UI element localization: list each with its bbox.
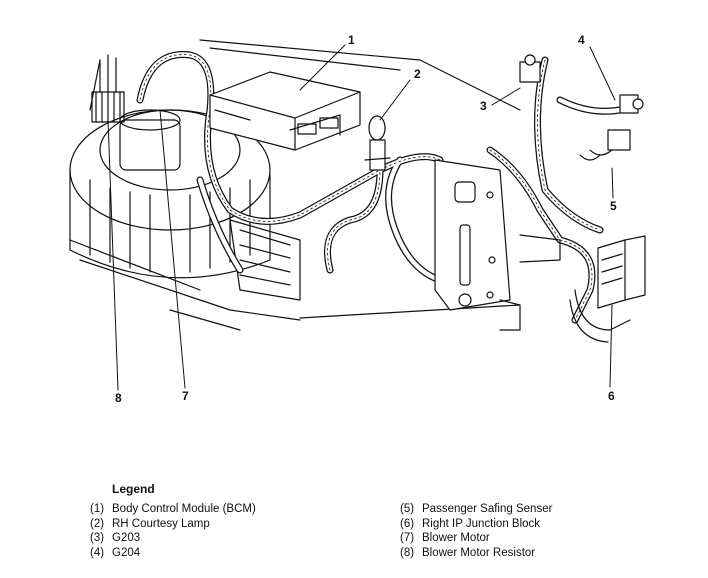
legend-label: Blower Motor bbox=[422, 532, 490, 544]
legend-label: RH Courtesy Lamp bbox=[112, 517, 210, 530]
callout-2: 2 bbox=[414, 67, 421, 81]
callout-4: 4 bbox=[578, 33, 585, 47]
legend-item: (5) Passenger Safing Senser bbox=[400, 502, 552, 517]
legend-num: (7) bbox=[400, 532, 415, 544]
legend-label: G204 bbox=[112, 546, 141, 559]
legend-item: (8) Blower Motor Resistor bbox=[400, 546, 552, 561]
legend-num: (8) bbox=[400, 546, 415, 559]
mounting-bracket bbox=[434, 159, 561, 331]
courtesy-lamp bbox=[364, 115, 391, 171]
legend-num: (1) bbox=[90, 503, 105, 515]
legend-label: Passenger Safing Senser bbox=[422, 503, 553, 515]
legend-label: Body Control Module (BCM) bbox=[112, 503, 256, 515]
legend-num: (5) bbox=[400, 503, 415, 515]
g203-ground bbox=[519, 54, 541, 83]
legend-title: Legend bbox=[112, 482, 155, 496]
legend-item: (3) G203 bbox=[90, 531, 256, 546]
legend: Legend (1) Body Control Module (BCM) (2) R… bbox=[90, 480, 690, 575]
legend-right-column: (5) Passenger Safing Senser (6) Right IP J… bbox=[400, 502, 552, 560]
wiring-diagram: 1 2 3 4 5 6 7 8 bbox=[69, 33, 646, 405]
callout-6: 6 bbox=[608, 389, 615, 403]
legend-item: (7) Blower Motor bbox=[400, 531, 552, 546]
body-control-module bbox=[209, 71, 361, 151]
legend-label: G203 bbox=[112, 532, 141, 544]
callout-3: 3 bbox=[480, 99, 487, 113]
callout-1: 1 bbox=[348, 33, 355, 47]
legend-num: (4) bbox=[90, 546, 105, 559]
leader-lines bbox=[107, 44, 616, 391]
legend-label: Blower Motor Resistor bbox=[422, 546, 536, 559]
legend-num: (2) bbox=[90, 517, 105, 530]
legend-item: (1) Body Control Module (BCM) bbox=[90, 502, 256, 517]
right-ip-junction-block bbox=[569, 235, 646, 343]
legend-item: (6) Right IP Junction Block bbox=[400, 517, 552, 532]
g204-ground bbox=[619, 94, 644, 114]
legend-label: Right IP Junction Block bbox=[422, 517, 541, 530]
callout-8: 8 bbox=[115, 391, 122, 405]
legend-item: (4) G204 bbox=[90, 546, 256, 561]
blower-motor-resistor bbox=[91, 54, 125, 123]
legend-num: (3) bbox=[90, 532, 105, 544]
dash-panel bbox=[69, 39, 521, 331]
callout-5: 5 bbox=[610, 199, 617, 213]
legend-left-column: (1) Body Control Module (BCM) (2) RH Court… bbox=[90, 502, 256, 560]
passenger-safing-sensor bbox=[579, 129, 631, 161]
legend-item: (2) RH Courtesy Lamp bbox=[90, 517, 256, 532]
legend-num: (6) bbox=[400, 517, 415, 530]
callout-7: 7 bbox=[182, 389, 189, 403]
